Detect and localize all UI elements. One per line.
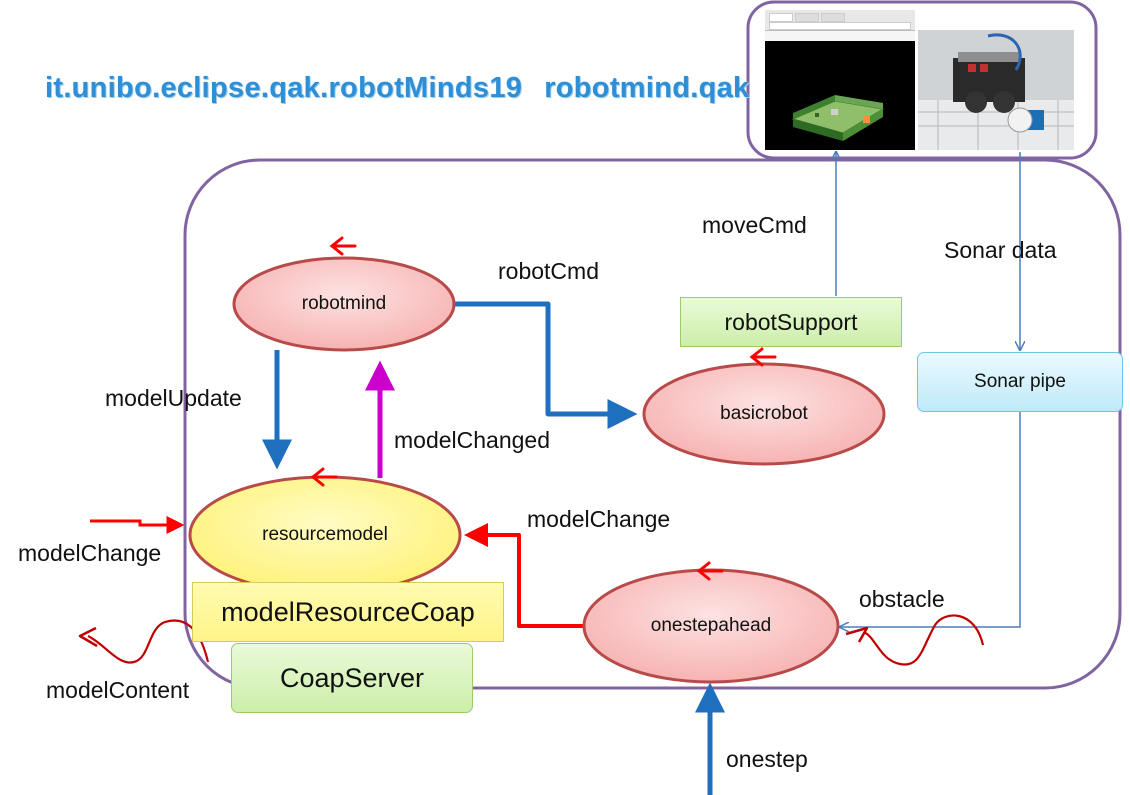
robotcmd-label: robotCmd	[498, 258, 599, 284]
browser-tabbar	[765, 10, 915, 31]
modelcontent-squiggle	[87, 619, 210, 664]
coapserver-box[interactable]: CoapServer	[231, 643, 473, 713]
basicrobot-loop-icon	[749, 347, 777, 367]
modelchange-outer-label: modelChange	[18, 540, 162, 566]
onestepahead-node[interactable]: onestepahead	[650, 615, 772, 636]
resourcemodel-loop-icon	[310, 467, 338, 487]
project-name: it.unibo.eclipse.qak.robotMinds19	[45, 72, 523, 104]
modelchange-outer-arrow	[90, 516, 185, 534]
physical-robot-photo	[918, 30, 1074, 150]
sonar-pipe-box[interactable]: Sonar pipe	[917, 352, 1123, 412]
basicrobot-shape	[642, 362, 886, 466]
virtual-room-render	[765, 41, 915, 150]
sonar-data-label: Sonar data	[944, 237, 1057, 263]
modelchange-inner-label: modelChange	[527, 506, 671, 532]
resourcemodel-node[interactable]: resourcemodel	[262, 524, 388, 545]
model-file-name: robotmind.qak	[544, 72, 750, 104]
onestepahead-loop-icon	[696, 561, 724, 581]
physical-robot-render	[918, 30, 1074, 150]
diagram-title: it.unibo.eclipse.qak.robotMinds19 robotmi…	[45, 72, 749, 105]
obstacle-arrow	[840, 410, 1021, 627]
robotcmd-arrow	[455, 301, 638, 429]
robotmind-node[interactable]: robotmind	[301, 293, 387, 314]
modelchanged-label: modelChanged	[394, 427, 551, 453]
modelupdate-label: modelUpdate	[105, 385, 242, 411]
system-boundary	[183, 158, 1122, 690]
browser-bookmarks-bar	[765, 31, 915, 41]
obstacle-squiggle-head	[845, 626, 869, 643]
modelchange-inner-arrow	[464, 523, 585, 628]
robotmind-loop-icon	[329, 236, 357, 256]
basicrobot-node[interactable]: basicrobot	[720, 403, 808, 424]
modelcontent-label: modelContent	[46, 677, 190, 703]
robotsupport-box[interactable]: robotSupport	[680, 297, 902, 347]
movecmd-label: moveCmd	[702, 212, 807, 238]
onestep-label: onestep	[726, 746, 808, 772]
modelcontent-squiggle-head	[78, 626, 98, 648]
modelresourcecoap-box[interactable]: modelResourceCoap	[192, 582, 504, 642]
obstacle-squiggle	[863, 614, 985, 666]
virtual-robot-screenshot	[765, 10, 915, 150]
obstacle-label: obstacle	[859, 586, 945, 612]
robotmind-shape	[232, 256, 456, 352]
